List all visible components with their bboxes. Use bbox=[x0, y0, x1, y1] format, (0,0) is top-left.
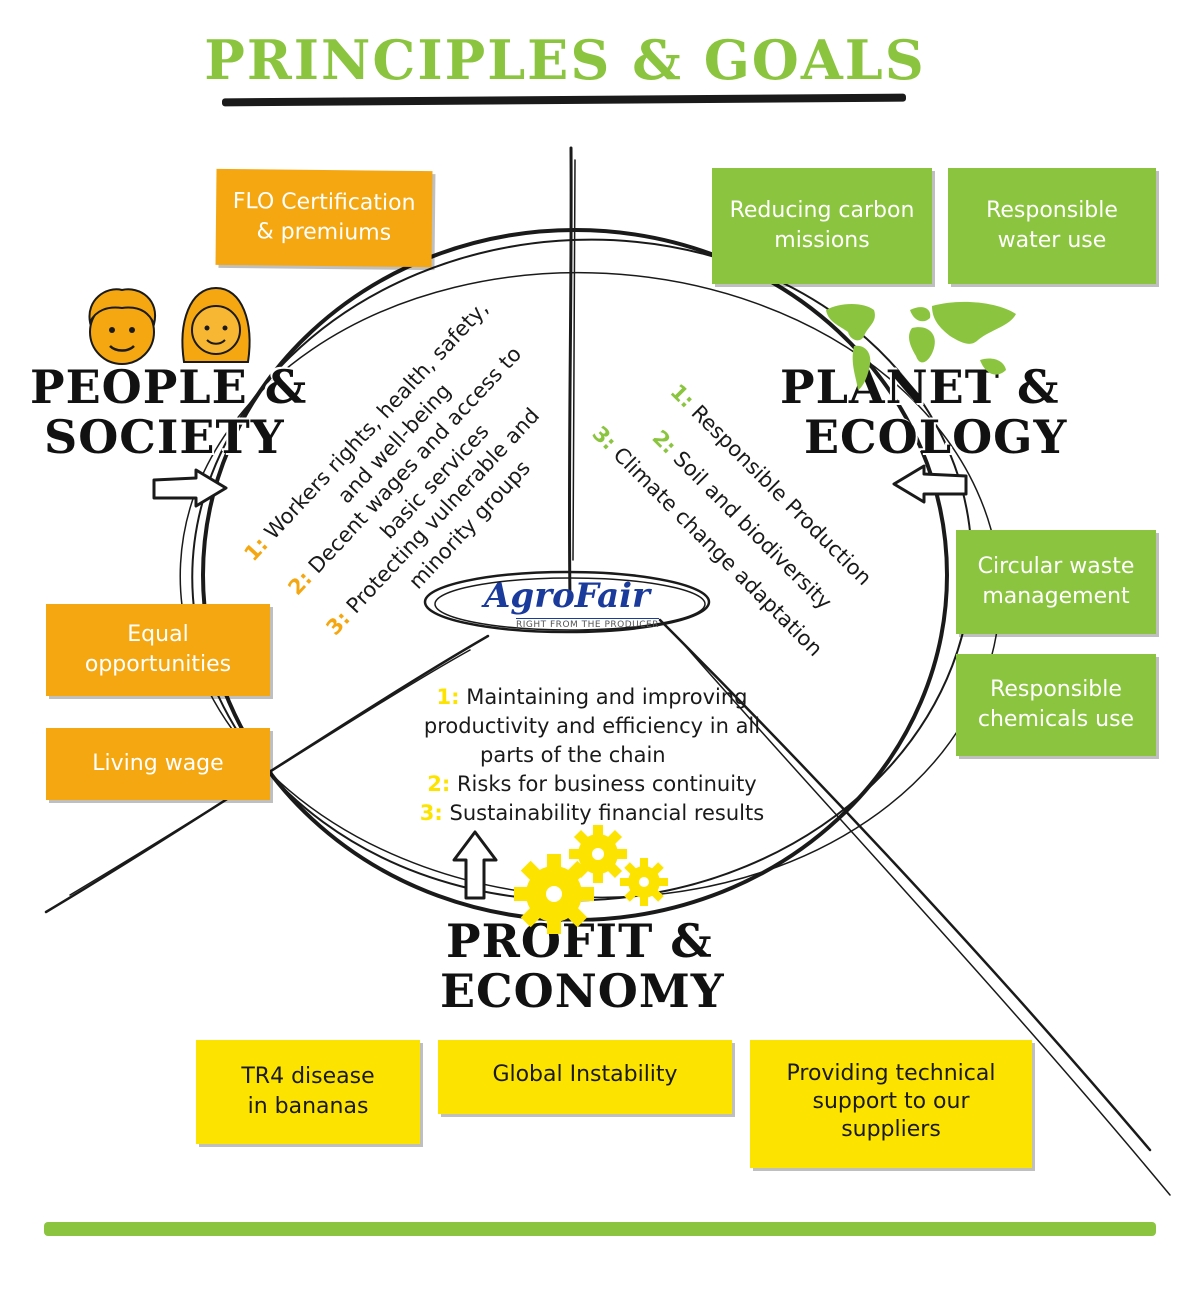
box-responsible-water: Responsible water use bbox=[948, 168, 1156, 284]
box-waste-line2: management bbox=[982, 584, 1130, 609]
box-tr4-line1: TR4 disease bbox=[241, 1064, 375, 1089]
box-carbon-line2: missions bbox=[774, 228, 870, 253]
footer-bar bbox=[44, 1222, 1156, 1236]
profit-goals: 1: Maintaining and improving productivit… bbox=[412, 683, 772, 828]
box-support-line1: Providing technical bbox=[786, 1061, 996, 1086]
profit-goal-1-cont2: parts of the chain bbox=[480, 743, 666, 767]
box-flo-line1: FLO Certification bbox=[232, 189, 416, 216]
box-tr4-line2: in bananas bbox=[247, 1094, 369, 1119]
box-tr4-disease: TR4 disease in bananas bbox=[196, 1040, 420, 1144]
box-water-line2: water use bbox=[997, 228, 1107, 253]
box-technical-support: Providing technical support to our supplie… bbox=[750, 1040, 1032, 1168]
box-equal-opportunities: Equal opportunities bbox=[46, 604, 270, 696]
box-equal-line1: Equal bbox=[127, 622, 189, 647]
box-living-wage: Living wage bbox=[46, 728, 270, 800]
box-support-line2: support to our bbox=[812, 1089, 970, 1114]
logo-tagline: RIGHT FROM THE PRODUCER bbox=[516, 618, 659, 630]
pillar-planet-ecology: PLANET & ECOLOGY bbox=[780, 362, 1067, 462]
profit-goal-1-num: 1: bbox=[436, 685, 460, 709]
box-reducing-carbon: Reducing carbon missions bbox=[712, 168, 932, 284]
logo-name: AgroFair bbox=[484, 576, 650, 616]
profit-goal-1-cont1: productivity and efficiency in all bbox=[423, 714, 761, 738]
pillar-people-line1: PEOPLE & bbox=[30, 360, 308, 414]
box-global-instability: Global Instability bbox=[438, 1040, 732, 1114]
profit-goal-2-num: 2: bbox=[427, 772, 451, 796]
box-circular-waste: Circular waste management bbox=[956, 530, 1156, 634]
box-flo-certification: FLO Certification & premiums bbox=[215, 168, 433, 268]
world-map-icon bbox=[826, 301, 1016, 390]
pillar-people-society: PEOPLE & SOCIETY bbox=[30, 362, 307, 462]
box-water-line1: Responsible bbox=[986, 198, 1118, 223]
box-chemicals-line2: chemicals use bbox=[977, 707, 1135, 732]
box-support-line3: suppliers bbox=[841, 1117, 941, 1142]
arrow-right-icon bbox=[152, 468, 228, 508]
pillar-people-line2: SOCIETY bbox=[44, 410, 285, 464]
arrow-up-icon bbox=[452, 830, 498, 900]
girl-face-icon bbox=[181, 286, 251, 363]
pillar-profit-line2: ECONOMY bbox=[440, 964, 725, 1018]
profit-goal-3-num: 3: bbox=[419, 801, 443, 825]
profit-goal-2-text: Risks for business continuity bbox=[456, 772, 757, 796]
gears-icon bbox=[514, 825, 668, 934]
box-carbon-line1: Reducing carbon bbox=[729, 198, 915, 223]
box-living-line1: Living wage bbox=[92, 751, 224, 776]
pillar-planet-line1: PLANET & bbox=[780, 360, 1060, 414]
pillar-planet-line2: ECOLOGY bbox=[804, 410, 1068, 464]
page-title: PRINCIPLES & GOALS bbox=[204, 28, 926, 92]
boy-face-icon bbox=[88, 288, 157, 365]
agrofair-logo: AgroFair RIGHT FROM THE PRODUCER bbox=[428, 572, 706, 642]
box-chemicals-line1: Responsible bbox=[990, 677, 1122, 702]
box-instability-line1: Global Instability bbox=[492, 1062, 678, 1087]
arrow-left-icon bbox=[892, 464, 968, 504]
profit-goal-3-text: Sustainability financial results bbox=[449, 801, 765, 825]
box-flo-line2: & premiums bbox=[256, 219, 392, 246]
profit-goal-1-text: Maintaining and improving bbox=[466, 685, 748, 709]
box-waste-line1: Circular waste bbox=[977, 554, 1135, 579]
box-responsible-chemicals: Responsible chemicals use bbox=[956, 654, 1156, 756]
box-equal-line2: opportunities bbox=[84, 652, 232, 677]
